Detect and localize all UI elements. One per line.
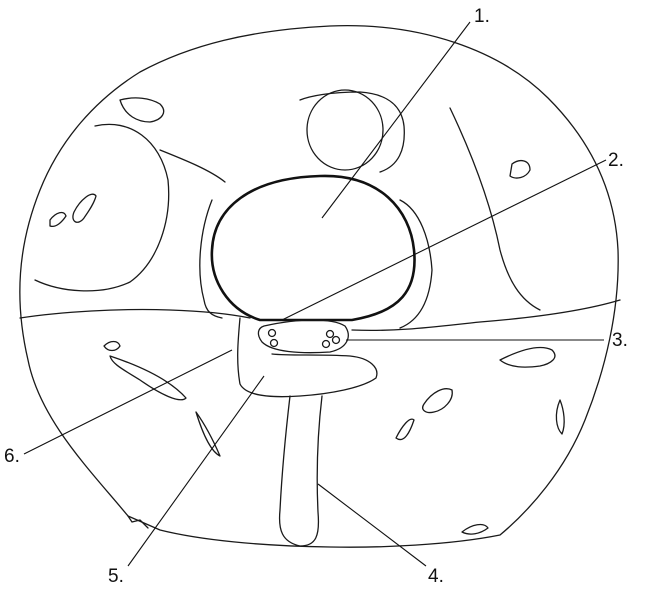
circle-d: [333, 337, 340, 344]
label-2: 2.: [608, 150, 624, 171]
left-lower-fragment-3: [104, 342, 120, 351]
circle-e: [323, 341, 330, 348]
right-fragment-1: [500, 348, 555, 368]
leader-6: [24, 350, 232, 454]
left-blob-1: [73, 194, 96, 222]
right-fragment-4: [396, 419, 414, 439]
spine-process: [280, 396, 322, 546]
label-5: 5.: [108, 566, 124, 587]
right-blob: [510, 161, 530, 178]
right-lobe-line: [450, 108, 540, 310]
label-6: 6.: [4, 446, 20, 467]
label-3: 3.: [612, 330, 628, 351]
leader-4: [318, 484, 426, 566]
left-blob-2: [50, 213, 66, 227]
left-lower-fragment-2: [196, 412, 220, 456]
circle-a: [269, 330, 276, 337]
label-1: 1.: [474, 6, 490, 27]
bottom-right-fragment: [462, 525, 488, 535]
central-oval: [212, 176, 415, 320]
label-4: 4.: [428, 566, 444, 587]
right-fragment-2: [423, 389, 453, 413]
upper-left-lobe: [35, 124, 169, 291]
leader-1: [322, 22, 470, 218]
upper-left-fragment: [120, 98, 164, 122]
right-fragment-3: [556, 400, 564, 434]
circle-c: [327, 331, 334, 338]
upper-vessel: [307, 90, 383, 170]
left-lower-fragment-1: [110, 356, 186, 400]
leader-2: [282, 160, 606, 320]
upper-left-lobe-inner: [160, 150, 225, 182]
outer-body-outline: [20, 26, 618, 548]
circle-b: [271, 340, 278, 347]
